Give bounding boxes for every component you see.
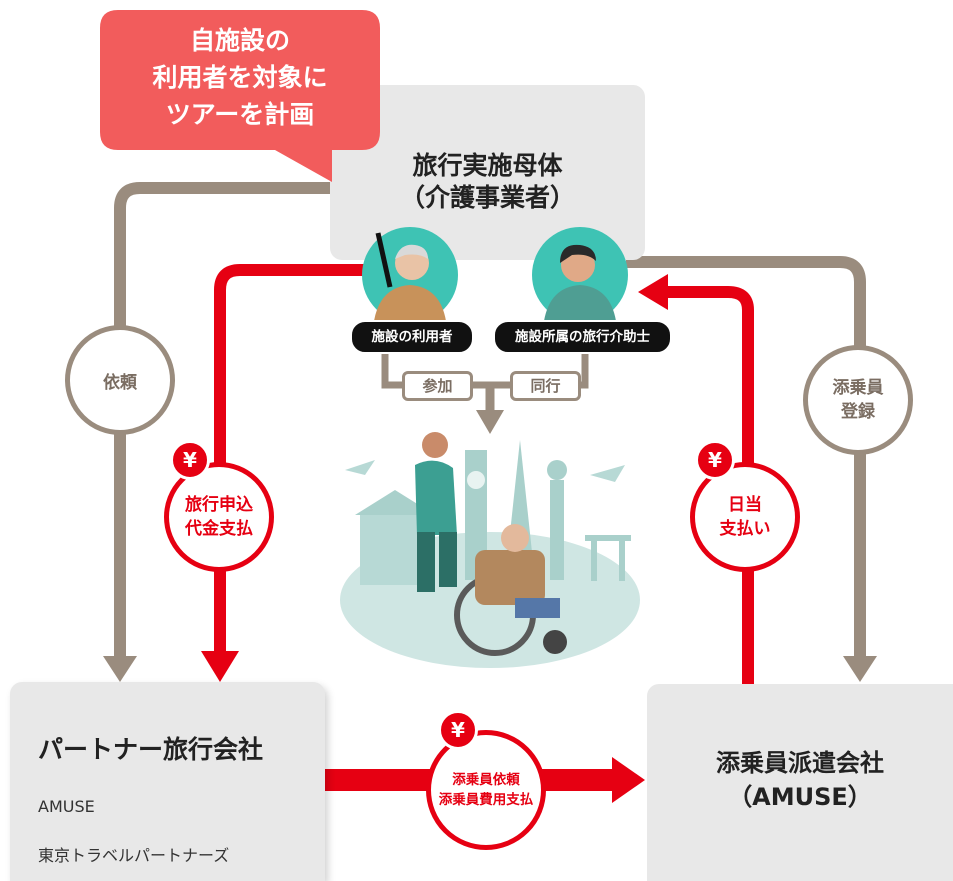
dispatch-fee-line2: 添乗員費用支払 bbox=[438, 792, 534, 808]
payment-yen-icon: ¥ bbox=[170, 440, 210, 480]
dispatch-company-line1: 添乗員派遣会社 bbox=[716, 749, 884, 777]
payment-arrowhead bbox=[201, 651, 239, 682]
accompany-tag: 同行 bbox=[510, 371, 581, 401]
participate-arrowhead bbox=[476, 410, 504, 434]
register-circle: 添乗員 登録 bbox=[803, 345, 913, 455]
daily-pay-arrow-line bbox=[665, 286, 754, 684]
partner-company-box: パートナー旅行会社 AMUSE 東京トラベルパートナーズ bbox=[10, 682, 325, 881]
payment-arrow-line bbox=[214, 264, 364, 655]
callout-line3: ツアーを計画 bbox=[165, 100, 315, 129]
dispatch-fee-line1: 添乗員依頼 bbox=[452, 772, 520, 788]
callout-bubble bbox=[100, 10, 380, 182]
callout-line2: 利用者を対象に bbox=[152, 63, 328, 92]
elderly-user-avatar bbox=[362, 227, 458, 323]
organizer-title: 旅行実施母体 （介護事業者） bbox=[330, 150, 645, 214]
request-circle: 依頼 bbox=[65, 325, 175, 435]
daily-pay-line2: 支払い bbox=[719, 519, 771, 539]
register-arrow-line bbox=[626, 256, 866, 660]
request-arrowhead bbox=[103, 656, 137, 682]
register-arrowhead bbox=[843, 656, 877, 682]
payment-line1: 旅行申込 bbox=[185, 495, 253, 515]
organizer-title-line1: 旅行実施母体 bbox=[412, 151, 563, 180]
travel-illustration bbox=[340, 432, 640, 668]
join-tag: 参加 bbox=[402, 371, 473, 401]
dispatch-fee-arrowhead bbox=[612, 757, 645, 803]
request-label: 依頼 bbox=[103, 372, 137, 393]
user-label: 施設の利用者 bbox=[350, 320, 474, 354]
organizer-title-line2: （介護事業者） bbox=[399, 183, 575, 212]
daily-pay-line1: 日当 bbox=[728, 495, 762, 515]
partner-member-amuse: AMUSE bbox=[38, 797, 95, 816]
register-line1: 添乗員 bbox=[832, 378, 884, 398]
daily-pay-arrowhead bbox=[638, 274, 668, 310]
dispatch-fee-yen-icon: ¥ bbox=[438, 710, 478, 750]
payment-line2: 代金支払 bbox=[185, 519, 253, 539]
callout-text: 自施設の 利用者を対象に ツアーを計画 bbox=[100, 22, 380, 133]
register-line2: 登録 bbox=[841, 402, 875, 422]
partner-member-tokyo-travel: 東京トラベルパートナーズ bbox=[38, 846, 230, 865]
dispatch-company-line2: （AMUSE） bbox=[728, 783, 872, 811]
travel-helper-avatar bbox=[532, 227, 628, 323]
dispatch-company-title: 添乗員派遣会社 （AMUSE） bbox=[647, 746, 953, 814]
payment-circle: 旅行申込 代金支払 bbox=[164, 462, 274, 572]
callout-line1: 自施設の bbox=[189, 26, 290, 55]
dispatch-fee-circle: 添乗員依頼 添乗員費用支払 bbox=[426, 730, 546, 850]
dispatch-company-box: 添乗員派遣会社 （AMUSE） bbox=[647, 684, 953, 881]
request-arrow-line bbox=[114, 182, 330, 660]
partner-company-title: パートナー旅行会社 bbox=[38, 735, 264, 764]
helper-label: 施設所属の旅行介助士 bbox=[493, 320, 672, 354]
daily-pay-circle: 日当 支払い bbox=[690, 462, 800, 572]
daily-pay-yen-icon: ¥ bbox=[695, 440, 735, 480]
